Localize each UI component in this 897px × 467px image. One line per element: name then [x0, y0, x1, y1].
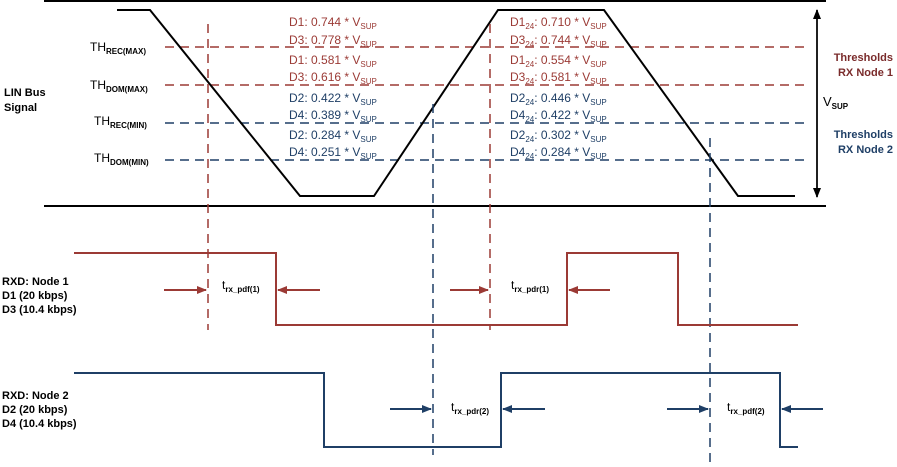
legend-node2-line2: RX Node 2	[838, 144, 893, 156]
timing-label-pdf1: trx_pdf(1)	[222, 278, 260, 294]
rxd-node1-label-line2: D1 (20 kbps)	[2, 290, 68, 302]
rxd-node2-waveform	[74, 372, 798, 448]
equation-left-row: D1: 0.744 * VSUP	[289, 15, 377, 31]
threshold-label-rec-min: THREC(MIN)	[94, 114, 147, 130]
rxd-node2-label-line3: D4 (10.4 kbps)	[2, 418, 77, 430]
rxd-node2-label-line2: D2 (20 kbps)	[2, 404, 68, 416]
equation-right-row: D224: 0.446 * VSUP	[510, 91, 607, 107]
lin-bus-label-line2: Signal	[4, 102, 37, 114]
threshold-label-dom-max: THDOM(MAX)	[90, 78, 148, 94]
equation-left-row: D3: 0.616 * VSUP	[289, 70, 377, 86]
equation-right-row: D324: 0.744 * VSUP	[510, 33, 607, 49]
equation-left-row: D4: 0.251 * VSUP	[289, 145, 377, 161]
equation-right-row: D424: 0.422 * VSUP	[510, 108, 607, 124]
threshold-label-rec-max: THREC(MAX)	[90, 40, 146, 56]
equation-left-row: D1: 0.581 * VSUP	[289, 53, 377, 69]
equation-right-row: D224: 0.302 * VSUP	[510, 128, 607, 144]
vsup-label: VSUP	[823, 94, 849, 111]
equation-right-row: D324: 0.581 * VSUP	[510, 70, 607, 86]
rxd-node1-label-line3: D3 (10.4 kbps)	[2, 304, 77, 316]
equation-left-row: D2: 0.284 * VSUP	[289, 128, 377, 144]
equation-right-row: D124: 0.554 * VSUP	[510, 53, 607, 69]
equation-left-row: D2: 0.422 * VSUP	[289, 91, 377, 107]
threshold-label-dom-min: THDOM(MIN)	[94, 151, 149, 167]
equation-left-row: D3: 0.778 * VSUP	[289, 33, 377, 49]
equations-right: D124: 0.710 * VSUP D324: 0.744 * VSUP D124…	[510, 15, 607, 161]
lin-bus-label-line1: LIN Bus	[4, 87, 46, 99]
lin-bus-waveform	[117, 9, 795, 197]
timing-label-pdr1: trx_pdr(1)	[511, 278, 549, 294]
legend-node2-line1: Thresholds	[834, 129, 893, 141]
equations-left: D1: 0.744 * VSUP D3: 0.778 * VSUP D1: 0.58…	[289, 15, 377, 161]
timing-label-pdr2: trx_pdr(2)	[451, 400, 489, 416]
rxd-node1-label-line1: RXD: Node 1	[2, 276, 69, 288]
equation-right-row: D424: 0.284 * VSUP	[510, 145, 607, 161]
legend-node1-line2: RX Node 1	[838, 67, 893, 79]
rxd-node1-waveform	[74, 252, 798, 326]
legend-node1-line1: Thresholds	[834, 52, 893, 64]
equation-right-row: D124: 0.710 * VSUP	[510, 15, 607, 31]
equation-left-row: D4: 0.389 * VSUP	[289, 108, 377, 124]
timing-label-pdf2: trx_pdf(2)	[727, 400, 765, 416]
rxd-node2-label-line1: RXD: Node 2	[2, 390, 69, 402]
